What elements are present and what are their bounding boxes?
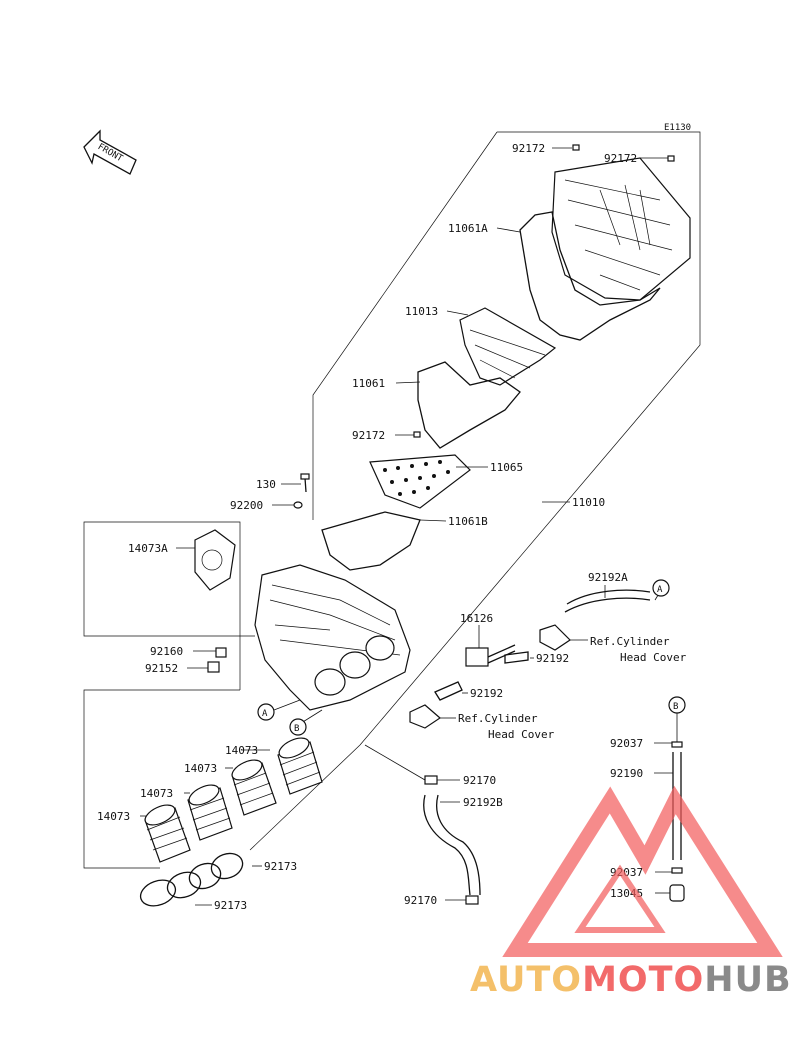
hose-92192B: [423, 794, 481, 896]
part-label: 92173: [264, 860, 297, 873]
marker-a-left: A: [257, 703, 275, 721]
part-label: 11061A: [448, 222, 488, 235]
part-label: 92192A: [588, 571, 628, 584]
part-label: 92192B: [463, 796, 503, 809]
part-label: 11013: [405, 305, 438, 318]
part-label: 92172: [352, 429, 385, 442]
part-label: 14073: [140, 787, 173, 800]
reference-label: Ref.Cylinder: [590, 635, 670, 648]
part-label: 92200: [230, 499, 263, 512]
bolt-130: [300, 473, 310, 493]
cover-14073A: [194, 529, 236, 591]
part-label: 92192: [470, 687, 503, 700]
reed-valve-16126: [465, 644, 516, 667]
cylinder-head-cover-fitting: [409, 624, 571, 729]
svg-text:A: A: [262, 709, 268, 719]
gasket-11061A: [519, 211, 661, 341]
part-label: 92173: [214, 899, 247, 912]
part-label: 92170: [463, 774, 496, 787]
part-label: 92170: [404, 894, 437, 907]
part-label: 92172: [604, 152, 637, 165]
part-label: 92190: [610, 767, 643, 780]
part-label: 16126: [460, 612, 493, 625]
reference-label: Head Cover: [620, 651, 687, 664]
leader-lines: [140, 147, 678, 906]
collar-92160: [215, 647, 227, 658]
svg-text:B: B: [294, 724, 299, 734]
clamp-92170-upper: [424, 775, 438, 785]
assembly-bracket-outline: [312, 131, 701, 746]
hose-92192-lower: [434, 681, 463, 701]
clip-92037-upper: [671, 741, 683, 748]
hose-92192-upper: [504, 651, 529, 664]
hose-clamp: [139, 852, 244, 907]
marker-a-right: A: [652, 579, 670, 597]
part-label: 130: [256, 478, 276, 491]
reference-label: Head Cover: [488, 728, 555, 741]
marker-b-left: B: [289, 718, 307, 736]
gasket-11061B: [321, 511, 421, 571]
part-label: 11010: [572, 496, 605, 509]
part-label: 92172: [512, 142, 545, 155]
part-label: 14073: [225, 744, 258, 757]
svg-text:B: B: [673, 702, 678, 712]
clip-92037-lower: [671, 867, 683, 874]
part-label: 14073: [97, 810, 130, 823]
part-label: 14073: [184, 762, 217, 775]
part-label: 92192: [536, 652, 569, 665]
part-label: 92152: [145, 662, 178, 675]
part-label: 92037: [610, 737, 643, 750]
air-filter-element: [459, 307, 557, 386]
intake-boot: [277, 737, 323, 795]
reference-label: Ref.Cylinder: [458, 712, 538, 725]
hose-92192A: [564, 589, 651, 613]
air-cleaner-upper-cover: [551, 157, 691, 301]
diagram-code: E1130: [664, 123, 691, 133]
marker-b-right: B: [668, 696, 686, 714]
grommet-92152: [207, 661, 220, 673]
intake-boot: [144, 804, 191, 863]
air-box-housing: [254, 564, 411, 711]
part-label: 92160: [150, 645, 183, 658]
washer-92200: [293, 501, 303, 509]
intake-boot: [231, 759, 277, 816]
part-label: 14073A: [128, 542, 168, 555]
lower-bracket-outline: [83, 521, 361, 869]
gasket-11061: [417, 361, 521, 449]
plate-11065: [369, 454, 471, 509]
svg-text:A: A: [657, 585, 663, 595]
watermark-text: AUTOMOTOHUB: [470, 960, 792, 1000]
part-label: 11065: [490, 461, 523, 474]
watermark-logo-icon: [502, 785, 783, 957]
screw-92172: [413, 144, 675, 438]
front-arrow-icon: FRONT: [83, 129, 137, 175]
intake-boot: [187, 784, 233, 841]
part-label: 11061B: [448, 515, 488, 528]
part-label: 11061: [352, 377, 385, 390]
